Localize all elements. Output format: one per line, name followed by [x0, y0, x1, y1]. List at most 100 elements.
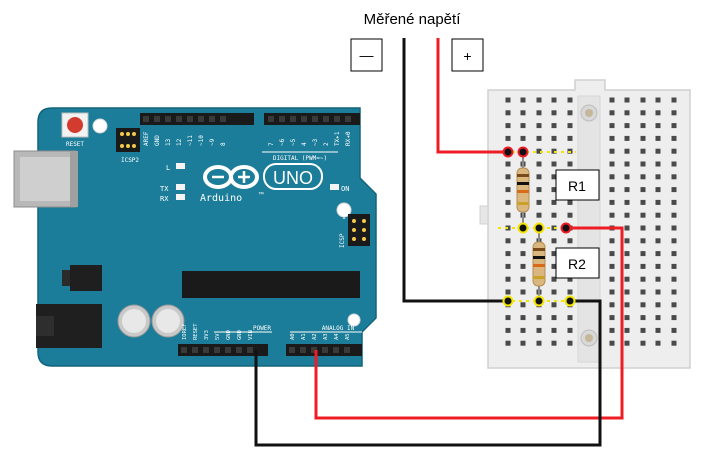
- bottom-pin-label: VIN: [248, 330, 254, 340]
- top-pin-label: 4: [301, 142, 308, 146]
- header-pin: [192, 347, 198, 353]
- breadboard-hole: [609, 289, 615, 295]
- bottom-pin-label: A5: [345, 333, 351, 340]
- breadboard-hole: [640, 148, 646, 154]
- breadboard-hole: [624, 238, 630, 244]
- breadboard-hole: [567, 315, 573, 321]
- header-pin: [220, 116, 226, 122]
- logo-plus-icon: [238, 171, 250, 183]
- icsp-one-label: 1: [342, 214, 346, 221]
- breadboard-hole: [624, 174, 630, 180]
- r1-label-box: R1: [555, 169, 600, 201]
- icsp2-header: [116, 128, 140, 152]
- resistor-r1: [516, 152, 530, 228]
- breadboard-hole: [551, 289, 557, 295]
- led-on-label: ON: [341, 185, 349, 193]
- led-rx: [176, 194, 185, 200]
- top-pin-label: ~9: [209, 138, 216, 146]
- board-pcb: [37, 107, 377, 367]
- breadboard-hole: [520, 97, 526, 103]
- wire-ground-row-to-gnd: [254, 299, 602, 447]
- breadboard-hole: [624, 289, 630, 295]
- header-pin: [311, 347, 317, 353]
- breadboard-hole: [567, 212, 573, 218]
- wire-divider-to-a2: [314, 226, 624, 420]
- header-pin: [181, 347, 187, 353]
- breadboard-hole: [655, 302, 661, 308]
- breadboard-hole: [505, 315, 511, 321]
- header-pin: [301, 116, 307, 122]
- bottom-pin-label: A3: [323, 333, 329, 340]
- breadboard-hole: [671, 225, 677, 231]
- breadboard-hole: [624, 263, 630, 269]
- header-pin: [333, 347, 339, 353]
- breadboard-hole: [520, 110, 526, 116]
- breadboard-hole: [609, 302, 615, 308]
- breadboard-hole: [551, 123, 557, 129]
- breadboard-hole: [655, 135, 661, 141]
- top-pin-label: 8: [220, 142, 227, 146]
- microcontroller-chip: [182, 271, 360, 298]
- power-label: POWER: [253, 325, 271, 332]
- top-pin-label: TX▸1: [334, 131, 341, 146]
- breadboard-hole: [520, 340, 526, 346]
- breadboard-hole: [655, 212, 661, 218]
- breadboard-hole: [536, 97, 542, 103]
- breadboard-hole: [609, 263, 615, 269]
- capacitor: [117, 304, 151, 338]
- breadboard-hole: [505, 174, 511, 180]
- breadboard-hole: [505, 161, 511, 167]
- capacitor: [151, 304, 185, 338]
- breadboard-hole: [505, 340, 511, 346]
- breadboard-hole: [536, 135, 542, 141]
- breadboard-hole: [536, 148, 542, 154]
- led-l: [176, 163, 185, 169]
- breadboard-hole: [671, 263, 677, 269]
- header-pin: [345, 116, 351, 122]
- breadboard-hole: [671, 315, 677, 321]
- header-pin: [154, 116, 160, 122]
- arduino-infinity-logo: [203, 165, 259, 189]
- breadboard-hole: [624, 315, 630, 321]
- breadboard-hole: [655, 187, 661, 193]
- header-pin: [290, 116, 296, 122]
- breadboard-hole: [536, 340, 542, 346]
- breadboard-hole: [655, 225, 661, 231]
- led-l-label: L: [166, 164, 170, 172]
- resistor-r2: [532, 228, 546, 301]
- breadboard-hole: [624, 161, 630, 167]
- breadboard-hole: [520, 263, 526, 269]
- breadboard-hole: [624, 276, 630, 282]
- header-pin: [225, 347, 231, 353]
- header-pin: [247, 347, 253, 353]
- breadboard-hole: [536, 161, 542, 167]
- breadboard-hole: [624, 340, 630, 346]
- top-pin-label: ~3: [312, 138, 319, 146]
- power-jack: [36, 304, 102, 348]
- breadboard-hole: [624, 212, 630, 218]
- top-pin-label: ~6: [279, 138, 286, 146]
- plus-terminal-label: +: [463, 48, 471, 64]
- breadboard-hole: [609, 110, 615, 116]
- breadboard-hole: [640, 327, 646, 333]
- breadboard-hole: [567, 238, 573, 244]
- mount-hole: [92, 118, 108, 134]
- breadboard-hole: [551, 327, 557, 333]
- breadboard-hole: [671, 340, 677, 346]
- breadboard-hole: [655, 174, 661, 180]
- breadboard-hole: [520, 289, 526, 295]
- led-rx-label: RX: [160, 195, 169, 203]
- breadboard-hole: [505, 238, 511, 244]
- breadboard-hole: [567, 123, 573, 129]
- breadboard-hole: [567, 340, 573, 346]
- breadboard-side-tab: [479, 205, 489, 225]
- pin-markers: [502, 146, 576, 307]
- breadboard-hole: [609, 315, 615, 321]
- header-pin: [323, 116, 329, 122]
- breadboard-hole: [671, 135, 677, 141]
- breadboard-hole: [551, 340, 557, 346]
- breadboard-hole: [671, 161, 677, 167]
- breadboard-hole: [505, 276, 511, 282]
- breadboard-hole: [655, 110, 661, 116]
- r2-label-box: R2: [555, 247, 600, 279]
